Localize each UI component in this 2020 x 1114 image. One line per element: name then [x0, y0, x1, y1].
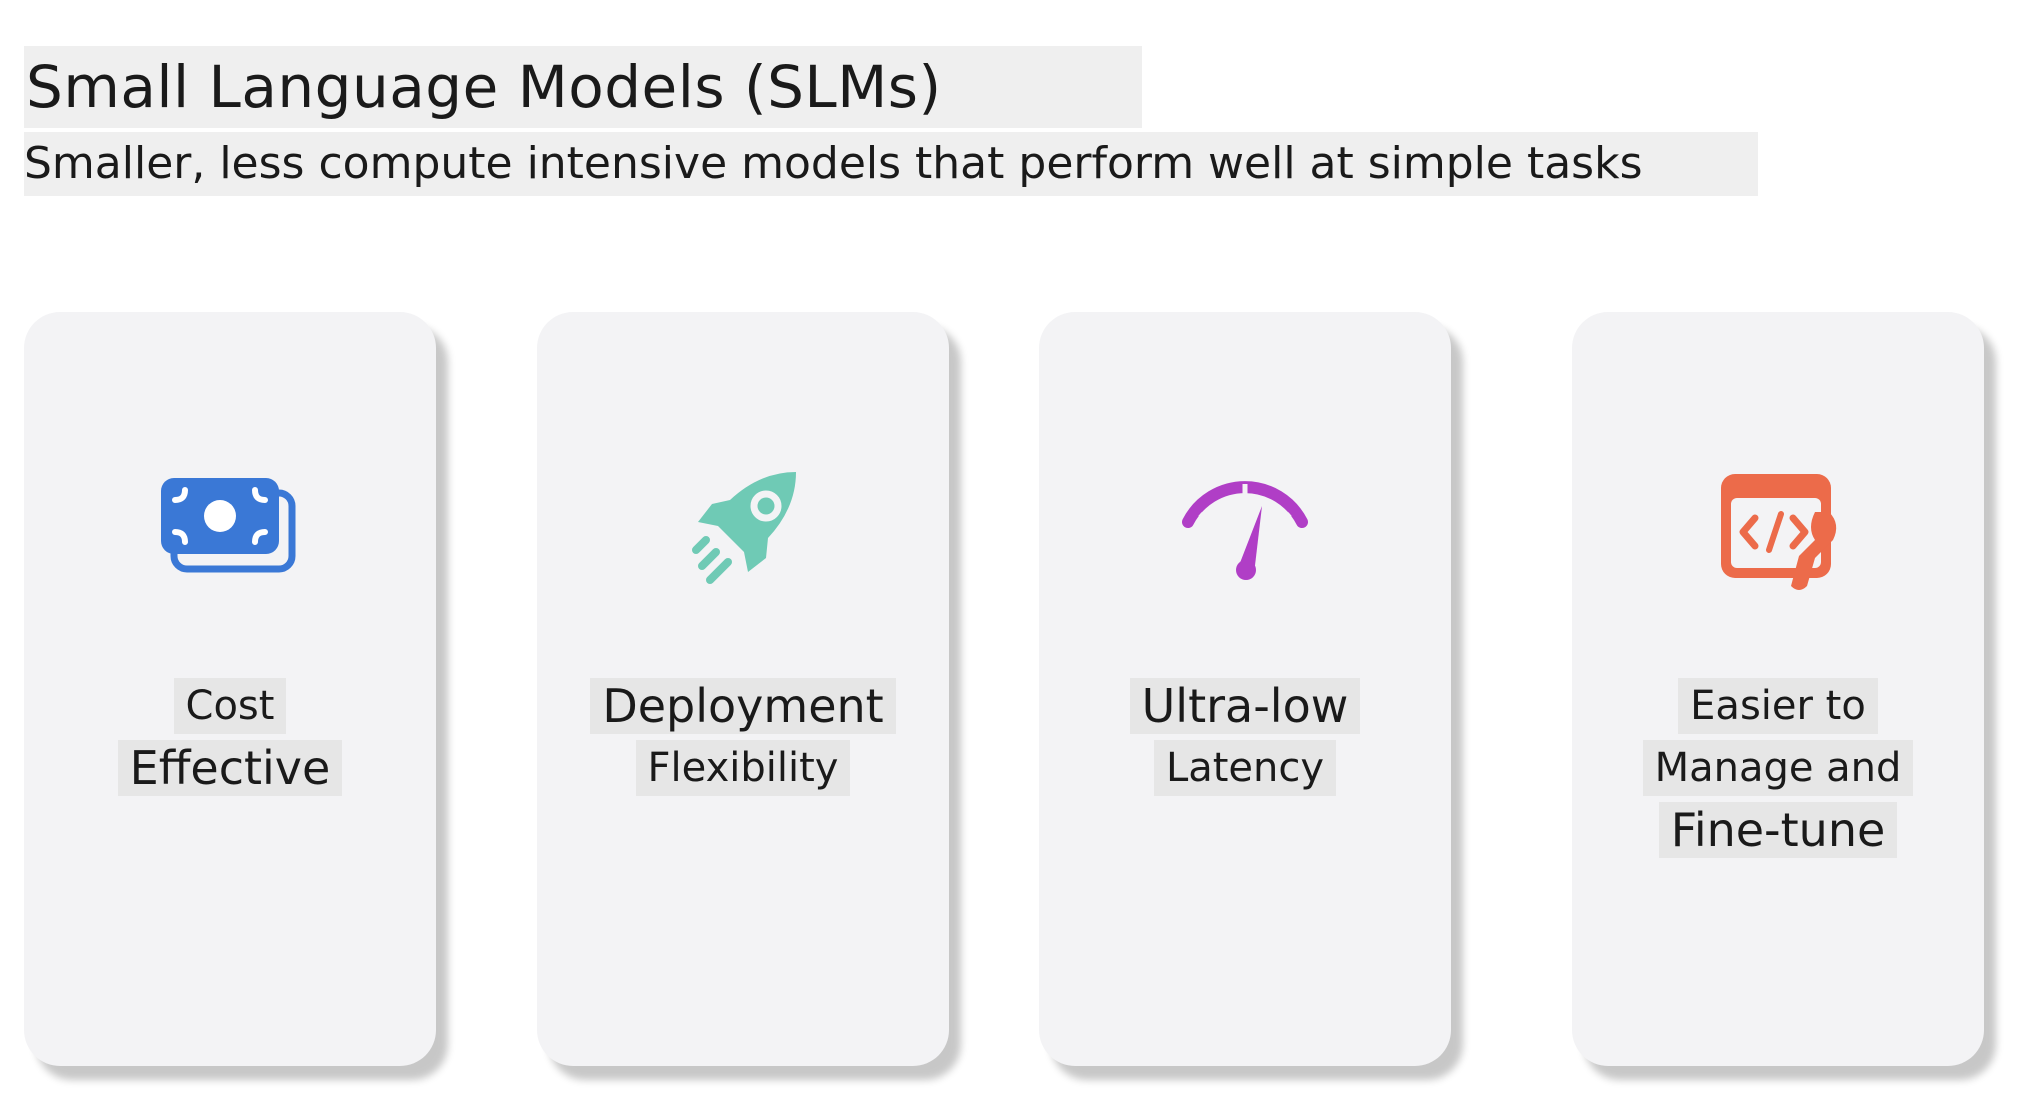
page-title: Small Language Models (SLMs) [26, 53, 942, 121]
card-label-line: Flexibility [635, 740, 851, 796]
card-label-line: Cost [173, 678, 287, 734]
card-label-line: Fine-tune [1658, 802, 1898, 858]
money-icon [155, 470, 305, 600]
card-deployment-flexibility: Deployment Flexibility [537, 312, 949, 1066]
title-highlight [24, 46, 1142, 128]
card-label-line: Manage and [1642, 740, 1914, 796]
card-ultra-low-latency: Ultra-low Latency [1039, 312, 1451, 1066]
card-label-line: Latency [1153, 740, 1337, 796]
page-subtitle: Smaller, less compute intensive models t… [24, 138, 1643, 189]
card-label-line: Deployment [590, 678, 896, 734]
card-label-line: Easier to [1678, 678, 1878, 734]
code-wrench-icon [1703, 470, 1853, 600]
card-cost-effective: Cost Effective [24, 312, 436, 1066]
card-label-line: Effective [117, 740, 343, 796]
rocket-icon [668, 470, 818, 600]
speedometer-icon [1170, 470, 1320, 600]
card-easier-to-manage: Easier to Manage and Fine-tune [1572, 312, 1984, 1066]
card-label-line: Ultra-low [1129, 678, 1361, 734]
subtitle-highlight [24, 132, 1758, 196]
